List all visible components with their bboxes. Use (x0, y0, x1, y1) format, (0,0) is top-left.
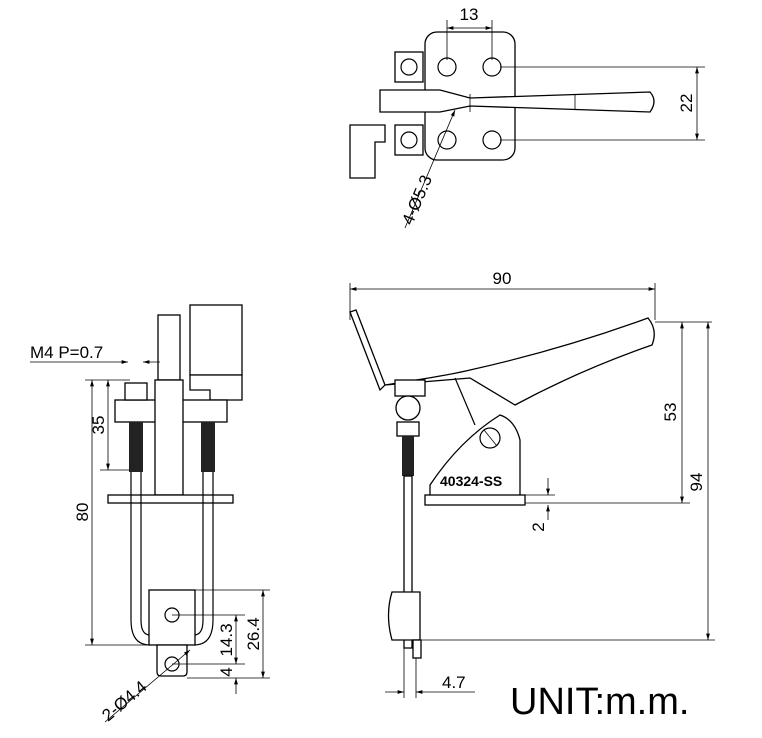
top-view: 13 22 4-Ø5.3 (349, 5, 705, 229)
body (154, 379, 184, 496)
model-label: 40324-SS (440, 473, 502, 489)
side-view: 90 40324-SS 53 94 2 4.7 (349, 269, 715, 698)
unit-label: UNIT:m.m. (510, 681, 689, 723)
handle-bar (379, 89, 655, 113)
front-view: M4 P=0.7 35 80 14.3 4 26.4 2-Ø4.4 (30, 304, 270, 725)
body-bracket (429, 414, 521, 501)
base-plate (424, 494, 526, 506)
thread-spec: M4 P=0.7 (30, 343, 103, 362)
nut (124, 382, 148, 401)
dim-53: 53 (661, 403, 680, 422)
nut (394, 379, 426, 397)
dim-26-4: 26.4 (244, 617, 263, 650)
dim-13: 13 (460, 5, 479, 24)
nut (394, 51, 424, 83)
dim-94: 94 (687, 473, 706, 492)
nut (396, 421, 420, 437)
latch-arm (349, 309, 386, 392)
thread-left (129, 422, 143, 472)
lever-column (157, 314, 181, 381)
latch-hook (189, 304, 243, 376)
dim-4: 4 (217, 667, 236, 676)
latch-block (148, 589, 196, 646)
lever-handle (384, 317, 655, 406)
latch-hook (349, 124, 386, 179)
hook-rod (403, 475, 413, 649)
latch-tab (156, 644, 188, 677)
thread (402, 436, 414, 476)
latch-plate (387, 591, 421, 641)
thread-right (201, 422, 215, 472)
mount-hole (437, 130, 457, 150)
dim-2: 2 (529, 522, 548, 531)
dim-4-7: 4.7 (442, 673, 466, 692)
dim-14-3: 14.3 (217, 623, 236, 656)
pivot-screw (479, 427, 501, 449)
nut (394, 124, 424, 156)
dim-2-holes: 2-Ø4.4 (98, 677, 150, 725)
dim-4-holes: 4-Ø5.3 (398, 172, 436, 227)
dim-90: 90 (493, 269, 512, 288)
dim-80: 80 (73, 503, 92, 522)
base-plate (107, 494, 234, 504)
u-rod-right (193, 472, 214, 646)
eye-bolt (395, 395, 421, 421)
dim-22: 22 (677, 94, 696, 113)
